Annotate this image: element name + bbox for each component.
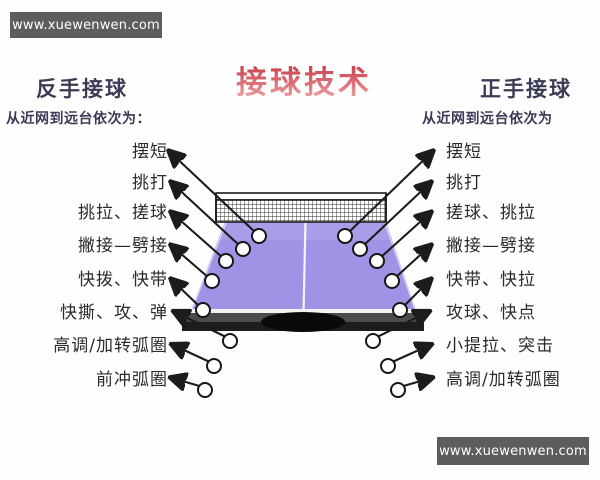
ball-marker (365, 333, 381, 349)
table-near-white-strip (186, 309, 420, 314)
table-edge-line-right (384, 222, 417, 313)
table-center-line (302, 221, 307, 314)
backhand-technique-2: 挑打 (132, 173, 168, 193)
forehand-technique-8: 高调/加转弧圈 (446, 370, 561, 390)
ball-marker (392, 302, 408, 318)
backhand-technique-8: 前冲弧圈 (96, 370, 168, 390)
forehand-technique-2: 挑打 (446, 173, 482, 193)
ball-marker (204, 273, 220, 289)
forehand-column-heading: 正手接球 (480, 77, 572, 101)
forehand-technique-1: 摆短 (446, 142, 482, 162)
ball-group-right (337, 228, 408, 398)
table-net (215, 192, 387, 223)
forehand-technique-6: 攻球、快点 (446, 303, 536, 323)
ball-marker (380, 358, 396, 374)
ball-group-left (195, 228, 267, 398)
page-title: 接球技术 (216, 64, 392, 102)
backhand-technique-1: 摆短 (132, 142, 168, 162)
backhand-technique-4: 撇接—劈接 (78, 236, 168, 256)
right-arrow-group (347, 152, 432, 387)
forehand-technique-3: 搓球、挑拉 (446, 203, 536, 223)
backhand-technique-7: 高调/加转弧圈 (53, 336, 168, 356)
watermark-top: www.xuewenwen.com (10, 12, 162, 38)
forehand-technique-5: 快带、快拉 (446, 270, 536, 290)
ball-marker (390, 382, 406, 398)
ball-marker (369, 253, 385, 269)
table-edge-line-left (190, 222, 227, 313)
watermark-bottom: www.xuewenwen.com (437, 437, 589, 465)
ball-marker (384, 273, 400, 289)
ball-marker (222, 333, 238, 349)
ball-marker (206, 358, 222, 374)
player-position-marker (261, 312, 345, 332)
left-arrow-group (170, 152, 257, 387)
ball-marker (352, 241, 368, 257)
ball-marker (195, 302, 211, 318)
backhand-column-subheading: 从近网到远台依次为： (6, 111, 151, 127)
ball-marker (218, 253, 234, 269)
ball-marker (251, 228, 267, 244)
ball-marker (337, 228, 353, 244)
forehand-technique-4: 撇接—劈接 (446, 236, 536, 256)
ball-marker (197, 382, 213, 398)
backhand-technique-3: 挑拉、搓球 (78, 203, 168, 223)
forehand-technique-7: 小提拉、突击 (446, 336, 554, 356)
ball-marker (235, 241, 251, 257)
forehand-column-subheading: 从近网到远台依次为 (422, 111, 553, 127)
backhand-column-heading: 反手接球 (36, 77, 128, 101)
backhand-technique-6: 快撕、攻、弹 (60, 303, 168, 323)
backhand-technique-5: 快拨、快带 (78, 270, 168, 290)
